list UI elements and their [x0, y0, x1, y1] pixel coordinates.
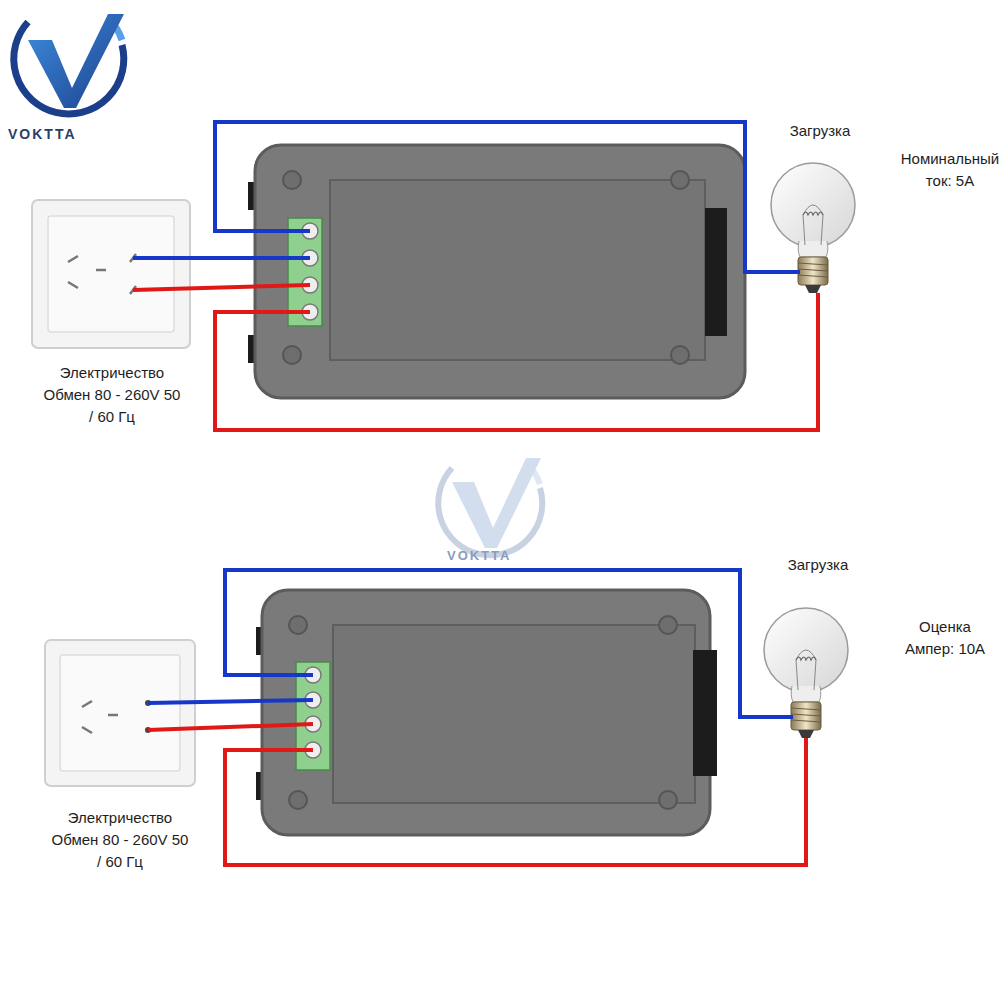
node-label: Электричество Обмен 80 - 260V 50 / 60 Гц — [50, 807, 190, 873]
node-label: Оценка Ампер: 10A — [895, 616, 995, 660]
socket-node: Электричество Обмен 80 - 260V 50 / 60 Гц — [45, 640, 195, 880]
socket-node: Электричество Обмен 80 - 260V 50 / 60 Гц — [32, 200, 192, 440]
load-node: ЗагрузкаОценка Ампер: 10A — [760, 550, 990, 750]
meter — [256, 590, 717, 835]
node-label: Электричество Обмен 80 - 260V 50 / 60 Гц — [42, 362, 182, 428]
load-title: Загрузка — [778, 554, 858, 576]
wires — [148, 570, 806, 865]
socket — [45, 640, 195, 786]
node-label: Номинальный ток: 5A — [890, 148, 1000, 192]
logo — [14, 14, 124, 114]
load-title: Загрузка — [780, 120, 860, 142]
logo-text: VOKTTA — [8, 126, 77, 142]
watermark-text: VOKTTA — [447, 548, 511, 563]
load-node: ЗагрузкаНоминальный ток: 5A — [760, 118, 990, 308]
wires — [133, 122, 818, 430]
socket — [32, 200, 190, 348]
watermark — [438, 458, 542, 555]
meter — [248, 145, 745, 398]
